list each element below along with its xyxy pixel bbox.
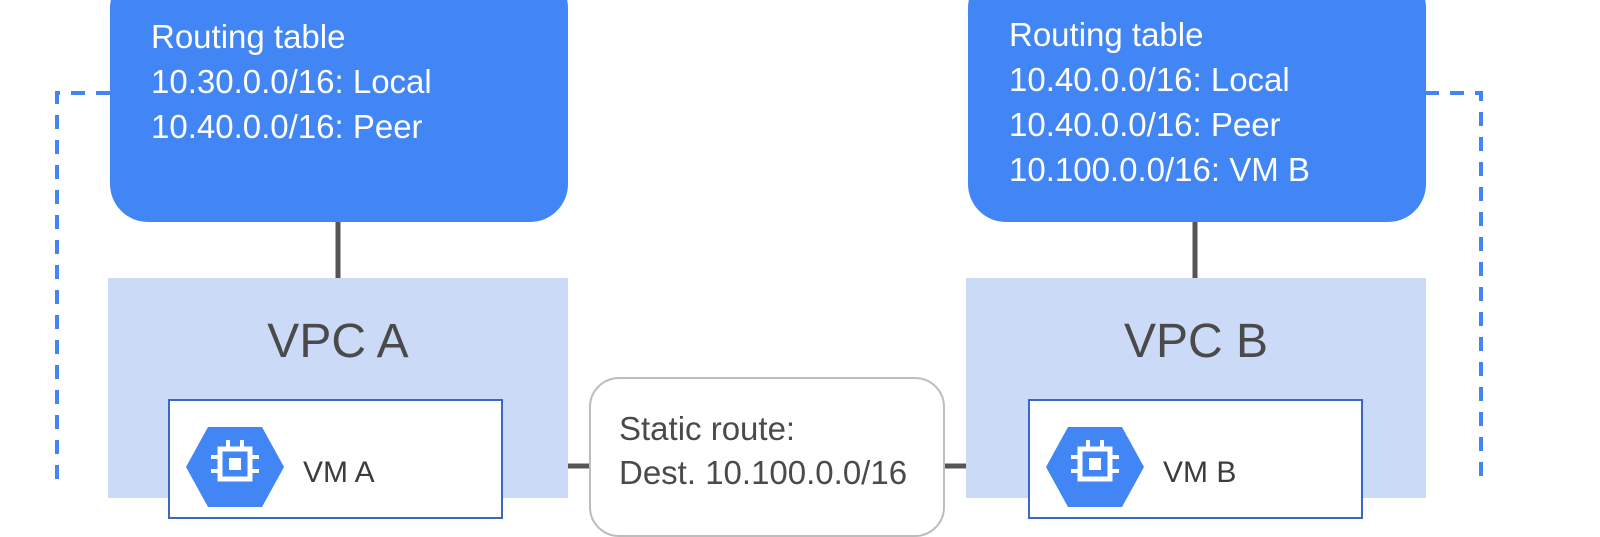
routing-table-a-title: Routing table: [151, 18, 346, 55]
peering-dashed-outline: [55, 91, 110, 480]
routing-table-b-row: 10.40.0.0/16: Local: [1009, 61, 1290, 98]
vpc-b-title: VPC B: [1123, 315, 1269, 368]
routing-table-a-row: 10.40.0.0/16: Peer: [151, 108, 423, 145]
static-route-box: Static route: Dest. 10.100.0.0/16: [589, 377, 945, 537]
routing-table-b-row: 10.40.0.0/16: Peer: [1009, 106, 1281, 143]
vpc-a-title: VPC A: [267, 315, 409, 368]
vm-b-label: VM B: [1163, 456, 1237, 489]
routing-table-a-row: 10.30.0.0/16: Local: [151, 63, 432, 100]
compute-engine-icon: [1046, 427, 1144, 507]
vpc-b: VPC B VM B: [966, 278, 1426, 519]
routing-table-b-row: 10.100.0.0/16: VM B: [1009, 151, 1310, 188]
routing-table-b-title: Routing table: [1009, 16, 1204, 53]
routing-table-a: Routing table 10.30.0.0/16: Local 10.40.…: [110, 0, 568, 222]
vm-a-label: VM A: [303, 456, 375, 489]
compute-engine-icon: [186, 427, 284, 507]
vm-b-node: VM B: [1028, 399, 1363, 519]
vpc-a: VPC A VM A: [108, 278, 568, 519]
vm-a-node: VM A: [168, 399, 503, 519]
static-route-destination: Dest. 10.100.0.0/16: [619, 454, 908, 491]
peering-dashed-outline-right: [1425, 91, 1483, 480]
routing-table-b: Routing table 10.40.0.0/16: Local 10.40.…: [968, 0, 1426, 222]
static-route-title: Static route:: [619, 410, 796, 447]
